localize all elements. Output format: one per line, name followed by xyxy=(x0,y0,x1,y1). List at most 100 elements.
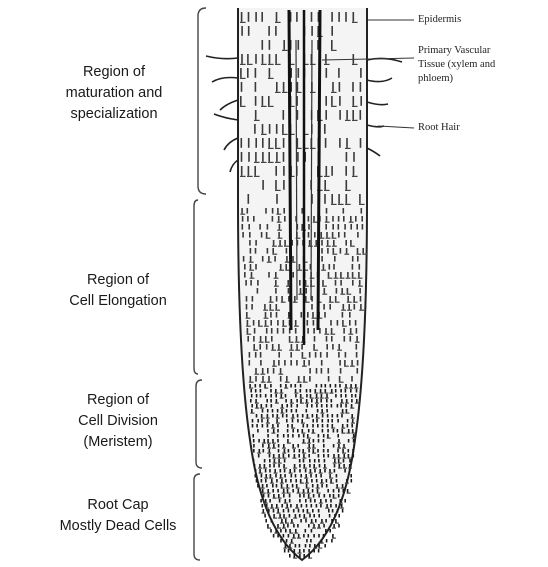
cell-mark xyxy=(339,464,341,468)
cell-mark xyxy=(305,288,307,294)
cell-wall xyxy=(249,382,254,383)
cell-mark xyxy=(323,439,325,443)
cell-wall xyxy=(270,508,274,509)
cell-mark xyxy=(274,256,276,262)
cell-wall xyxy=(337,443,341,444)
cell-mark xyxy=(327,449,329,453)
cell-mark xyxy=(330,499,332,503)
cell-mark xyxy=(276,194,278,204)
cell-mark xyxy=(314,499,316,503)
cell-mark xyxy=(283,208,285,214)
cell-mark xyxy=(318,439,320,443)
cell-mark xyxy=(270,296,272,302)
cell-mark xyxy=(337,509,339,513)
cell-wall xyxy=(279,393,283,394)
cell-wall xyxy=(282,493,286,494)
cell-mark xyxy=(347,272,349,278)
cell-mark xyxy=(316,419,318,423)
cell-mark xyxy=(260,394,262,398)
cell-wall xyxy=(293,518,297,519)
cell-mark xyxy=(248,224,250,230)
cell-mark xyxy=(255,110,257,120)
cell-mark xyxy=(278,444,280,448)
cell-wall xyxy=(333,463,337,464)
cell-mark xyxy=(303,360,305,366)
cell-wall xyxy=(313,468,317,469)
root-tip-illustration xyxy=(206,8,402,560)
cell-wall xyxy=(324,190,330,191)
cell-mark xyxy=(325,96,327,106)
cell-wall xyxy=(286,488,290,489)
cell-wall xyxy=(312,448,316,449)
cell-mark xyxy=(317,489,319,493)
cell-mark xyxy=(299,449,301,453)
cell-mark xyxy=(291,474,293,478)
cell-mark xyxy=(254,464,256,468)
cell-mark xyxy=(332,534,334,538)
cell-mark xyxy=(267,424,269,428)
cell-mark xyxy=(253,320,255,326)
cell-mark xyxy=(241,166,243,176)
cell-wall xyxy=(261,134,267,135)
cell-mark xyxy=(306,479,308,483)
cell-mark xyxy=(305,469,307,473)
cell-mark xyxy=(321,360,323,366)
cell-wall xyxy=(333,498,337,499)
cell-mark xyxy=(277,328,279,334)
cell-wall xyxy=(280,408,284,409)
cell-mark xyxy=(269,40,271,50)
cell-mark xyxy=(249,352,251,358)
cell-mark xyxy=(333,494,335,498)
cell-wall xyxy=(273,518,277,519)
cell-wall xyxy=(306,488,310,489)
cell-mark xyxy=(327,489,329,493)
cell-wall xyxy=(254,120,260,121)
cell-mark xyxy=(282,124,284,134)
cell-mark xyxy=(338,444,340,448)
cell-wall xyxy=(270,483,274,484)
cell-wall xyxy=(293,468,297,469)
cell-mark xyxy=(298,509,300,513)
cell-mark xyxy=(343,208,345,214)
label-maturation: Region of maturation and specialization xyxy=(14,62,214,125)
cell-mark xyxy=(283,444,285,448)
cell-mark xyxy=(247,216,249,222)
cell-mark xyxy=(350,336,352,342)
cell-mark xyxy=(273,514,275,518)
cell-wall xyxy=(318,548,322,549)
label-maturation-line-2: maturation and xyxy=(14,83,214,104)
cell-mark xyxy=(289,336,291,342)
cell-mark xyxy=(275,474,277,478)
cell-mark xyxy=(321,368,323,374)
cell-mark xyxy=(331,12,333,22)
cell-mark xyxy=(246,312,248,318)
cell-mark xyxy=(306,399,308,403)
cell-mark xyxy=(265,312,267,318)
cell-mark xyxy=(308,524,310,528)
cell-mark xyxy=(335,280,337,286)
cell-wall xyxy=(240,22,246,23)
cell-wall xyxy=(271,433,275,434)
cell-mark xyxy=(339,384,341,388)
cell-wall xyxy=(320,483,324,484)
callout-vascular: Primary Vascular Tissue (xylem and phloe… xyxy=(418,44,495,86)
cell-wall xyxy=(325,508,329,509)
cell-mark xyxy=(281,479,283,483)
cell-mark xyxy=(321,404,323,408)
cell-mark xyxy=(326,166,328,176)
cell-mark xyxy=(352,82,354,92)
cell-wall xyxy=(341,310,346,311)
cell-mark xyxy=(260,336,262,342)
cell-mark xyxy=(325,384,327,388)
cell-mark xyxy=(298,454,300,458)
cell-mark xyxy=(262,504,264,508)
cell-mark xyxy=(311,519,313,523)
cell-mark xyxy=(353,454,355,458)
cell-wall xyxy=(315,403,319,404)
cell-mark xyxy=(241,54,243,64)
cell-mark xyxy=(318,509,320,513)
cell-mark xyxy=(323,454,325,458)
cell-mark xyxy=(325,110,327,120)
cell-mark xyxy=(254,124,256,134)
cell-mark xyxy=(322,414,324,418)
